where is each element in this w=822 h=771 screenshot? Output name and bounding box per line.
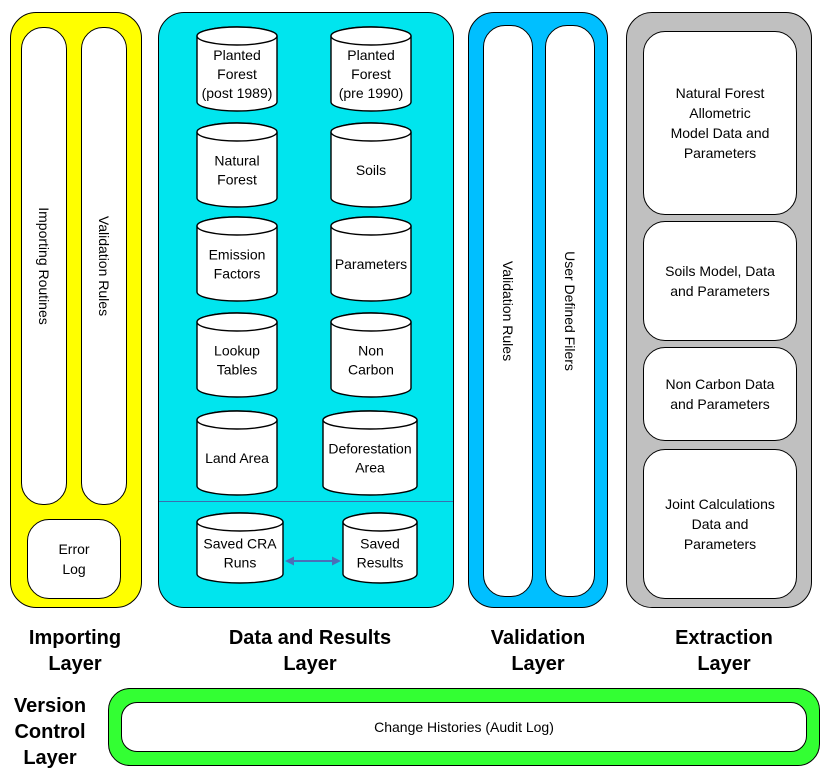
cylinder-label: Planted — [347, 47, 394, 63]
cylinder-label: Emission — [209, 247, 266, 263]
cylinder-label: Forest — [217, 172, 257, 188]
cylinder-label: Planted — [213, 47, 260, 63]
cylinder-label: Forest — [351, 66, 391, 82]
extraction-box-soils: Soils Model, Data and Parameters — [643, 221, 797, 341]
change-histories-bar: Change Histories (Audit Log) — [121, 702, 807, 752]
change-histories-label: Change Histories (Audit Log) — [374, 719, 554, 735]
extraction-layer-panel: Natural Forest Allometric Model Data and… — [626, 12, 812, 608]
arrow-head-left — [285, 556, 294, 566]
user-defined-filers-column: User Defined Filers — [545, 25, 595, 597]
validation-rules-column: Validation Rules — [483, 25, 533, 597]
cylinder-label: Lookup — [214, 343, 260, 359]
cylinder-label: Deforestation — [328, 441, 411, 457]
arrow-head-right — [332, 556, 341, 566]
extraction-box-joint-calculations: Joint Calculations Data and Parameters — [643, 449, 797, 599]
version-control-layer-panel: Change Histories (Audit Log) — [108, 688, 820, 766]
cylinder-label: Runs — [224, 555, 257, 571]
extraction-box-natural-forest: Natural Forest Allometric Model Data and… — [643, 31, 797, 215]
cylinder-label: Non — [358, 343, 384, 359]
cylinder-label: Carbon — [348, 362, 394, 378]
validation-layer-label: Validation Layer — [490, 627, 586, 675]
importing-layer-label: Importing Layer — [28, 627, 122, 675]
cylinder-parameters: Parameters — [330, 216, 412, 302]
cylinder-label: Saved — [360, 536, 400, 552]
importing-routines-column: Importing Routines — [21, 27, 67, 505]
cylinder-label: Tables — [217, 362, 257, 378]
importing-routines-label: Importing Routines — [36, 207, 52, 325]
cylinder-label: Soils — [356, 162, 386, 178]
cylinder-label: Natural — [214, 153, 259, 169]
error-log-box: Error Log — [27, 519, 121, 599]
cylinder-land-area: Land Area — [196, 410, 278, 496]
extraction-layer-label: Extraction Layer — [675, 627, 773, 675]
cylinder-label: (post 1989) — [202, 85, 273, 101]
cylinder-label: Saved CRA — [203, 536, 277, 552]
cylinder-label: Factors — [214, 266, 261, 282]
data-results-layer-label: Data and Results Layer — [228, 627, 392, 675]
cylinder-label: Results — [357, 555, 404, 571]
validation-rules-label: Validation Rules — [500, 260, 516, 362]
cylinder-label: (pre 1990) — [339, 85, 404, 101]
cylinder-label: Forest — [217, 66, 257, 82]
user-defined-filers-label: User Defined Filers — [562, 251, 578, 371]
data-results-divider — [159, 501, 453, 502]
error-log-line-2: Log — [62, 561, 86, 577]
cylinder-label: Parameters — [335, 256, 407, 272]
version-control-layer-label: Version Control Layer — [13, 695, 87, 769]
importing-validation-rules-column: Validation Rules — [81, 27, 127, 505]
cylinder-soils: Soils — [330, 122, 412, 208]
cylinder-saved-cra-runs: Saved CRA Runs — [196, 512, 284, 584]
extraction-box-non-carbon: Non Carbon Data and Parameters — [643, 347, 797, 441]
validation-layer-panel: Validation Rules User Defined Filers — [468, 12, 608, 608]
importing-validation-rules-label: Validation Rules — [96, 215, 112, 317]
error-log-line-1: Error — [58, 541, 90, 557]
importing-layer-panel: Importing Routines Validation Rules Erro… — [10, 12, 142, 608]
cylinder-label: Area — [355, 460, 385, 476]
cylinder-label: Land Area — [205, 450, 269, 466]
